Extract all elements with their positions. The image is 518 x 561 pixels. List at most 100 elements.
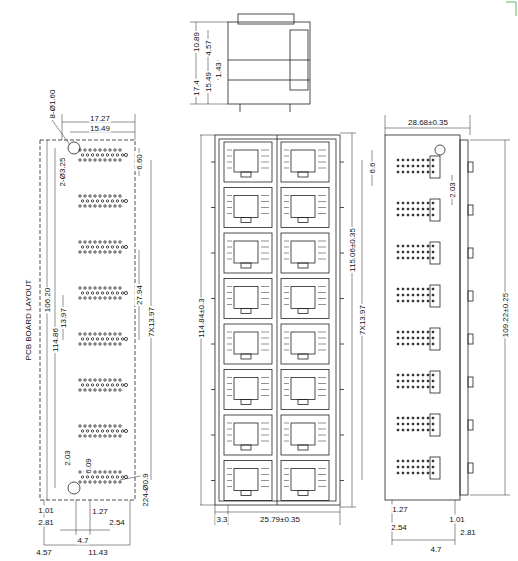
pin-dot (422, 337, 424, 339)
contact-stroke (261, 292, 269, 293)
pin-hole (81, 200, 83, 202)
pin-bracket (430, 414, 440, 436)
pin-dot (402, 300, 404, 302)
pin-dot (417, 417, 419, 419)
contact-stroke (227, 286, 232, 287)
contact-stroke (318, 298, 326, 299)
pin-hole (104, 435, 106, 437)
pin-hole (114, 241, 116, 243)
contact-stroke (227, 259, 232, 260)
pin-hole (119, 425, 121, 427)
contact-stroke (261, 304, 269, 305)
pin-hole (84, 389, 86, 391)
pin-hole (94, 425, 96, 427)
pin-dot (427, 251, 429, 253)
pin-hole (114, 251, 116, 253)
pin-hole (121, 200, 123, 202)
pin-hole (111, 338, 113, 340)
latch-slot (298, 309, 308, 314)
side-tab (468, 248, 473, 258)
pin-hole (101, 430, 103, 432)
pin-bracket (430, 328, 440, 350)
pin-hole (106, 154, 108, 156)
pin-dot (422, 202, 424, 204)
dimension-label: 15.49 (204, 71, 213, 93)
pin-dot (397, 331, 399, 333)
rj45-opening (291, 196, 315, 218)
contact-stroke (227, 150, 232, 151)
repeated-features (79, 142, 473, 501)
contact-stroke (318, 201, 326, 202)
pin-dot (397, 288, 399, 290)
pin-dot (417, 202, 419, 204)
pin-dot (412, 300, 414, 302)
port-frame (281, 142, 329, 182)
contact-stroke (318, 395, 326, 396)
pin-hole (79, 343, 81, 345)
pin-hole (89, 333, 91, 335)
contact-stroke (261, 150, 269, 151)
pin-hole (89, 481, 91, 483)
pin-dot (422, 245, 424, 247)
pin-dot (427, 337, 429, 339)
front-view (200, 133, 362, 525)
pin-dot (422, 208, 424, 210)
dimension-label: 6.60 (135, 153, 144, 171)
pin-hole (94, 481, 96, 483)
pin-hole (99, 287, 101, 289)
pin-hole (86, 476, 88, 478)
latch-slot (241, 172, 251, 177)
pin-dot (417, 429, 419, 431)
pin-dot (397, 380, 399, 382)
pin-hole (96, 430, 98, 432)
latch-slot (241, 445, 251, 450)
pin-hole (104, 425, 106, 427)
rj45-opening (291, 469, 315, 491)
pin-hole (109, 195, 111, 197)
pin-hole (124, 429, 127, 432)
pin-hole (109, 425, 111, 427)
pin-hole (91, 338, 93, 340)
contact-stroke (318, 350, 326, 351)
pin-dot (397, 214, 399, 216)
pin-dot (432, 460, 434, 462)
contact-stroke (227, 474, 232, 475)
pin-hole (106, 338, 108, 340)
pin-dot (432, 386, 434, 388)
pin-dot (432, 423, 434, 425)
contact-stroke (284, 292, 289, 293)
pin-dot (417, 374, 419, 376)
pin-dot (412, 208, 414, 210)
contact-stroke (261, 383, 269, 384)
pin-hole (91, 154, 93, 156)
contact-stroke (261, 247, 269, 248)
pin-dot (412, 214, 414, 216)
pin-hole (79, 287, 81, 289)
pin-dot (412, 343, 414, 345)
pin-dot (397, 208, 399, 210)
latch-slot (298, 445, 308, 450)
pin-hole (86, 430, 88, 432)
pin-dot (432, 472, 434, 474)
pin-dot (417, 331, 419, 333)
pin-hole (116, 246, 118, 248)
pin-hole (121, 338, 123, 340)
contact-stroke (227, 304, 232, 305)
pin-hole (124, 153, 127, 156)
pin-hole (121, 154, 123, 156)
pin-hole (104, 149, 106, 151)
contact-stroke (284, 253, 289, 254)
contact-stroke (318, 286, 326, 287)
pin-hole (116, 430, 118, 432)
side-tab (468, 377, 473, 387)
pin-dot (417, 165, 419, 167)
pin-hole (111, 246, 113, 248)
contact-stroke (227, 292, 232, 293)
pin-dot (397, 337, 399, 339)
contact-stroke (227, 350, 232, 351)
contact-stroke (227, 441, 232, 442)
contact-stroke (284, 480, 289, 481)
pin-hole (109, 481, 111, 483)
pin-dot (397, 159, 399, 161)
side-tab (468, 420, 473, 430)
